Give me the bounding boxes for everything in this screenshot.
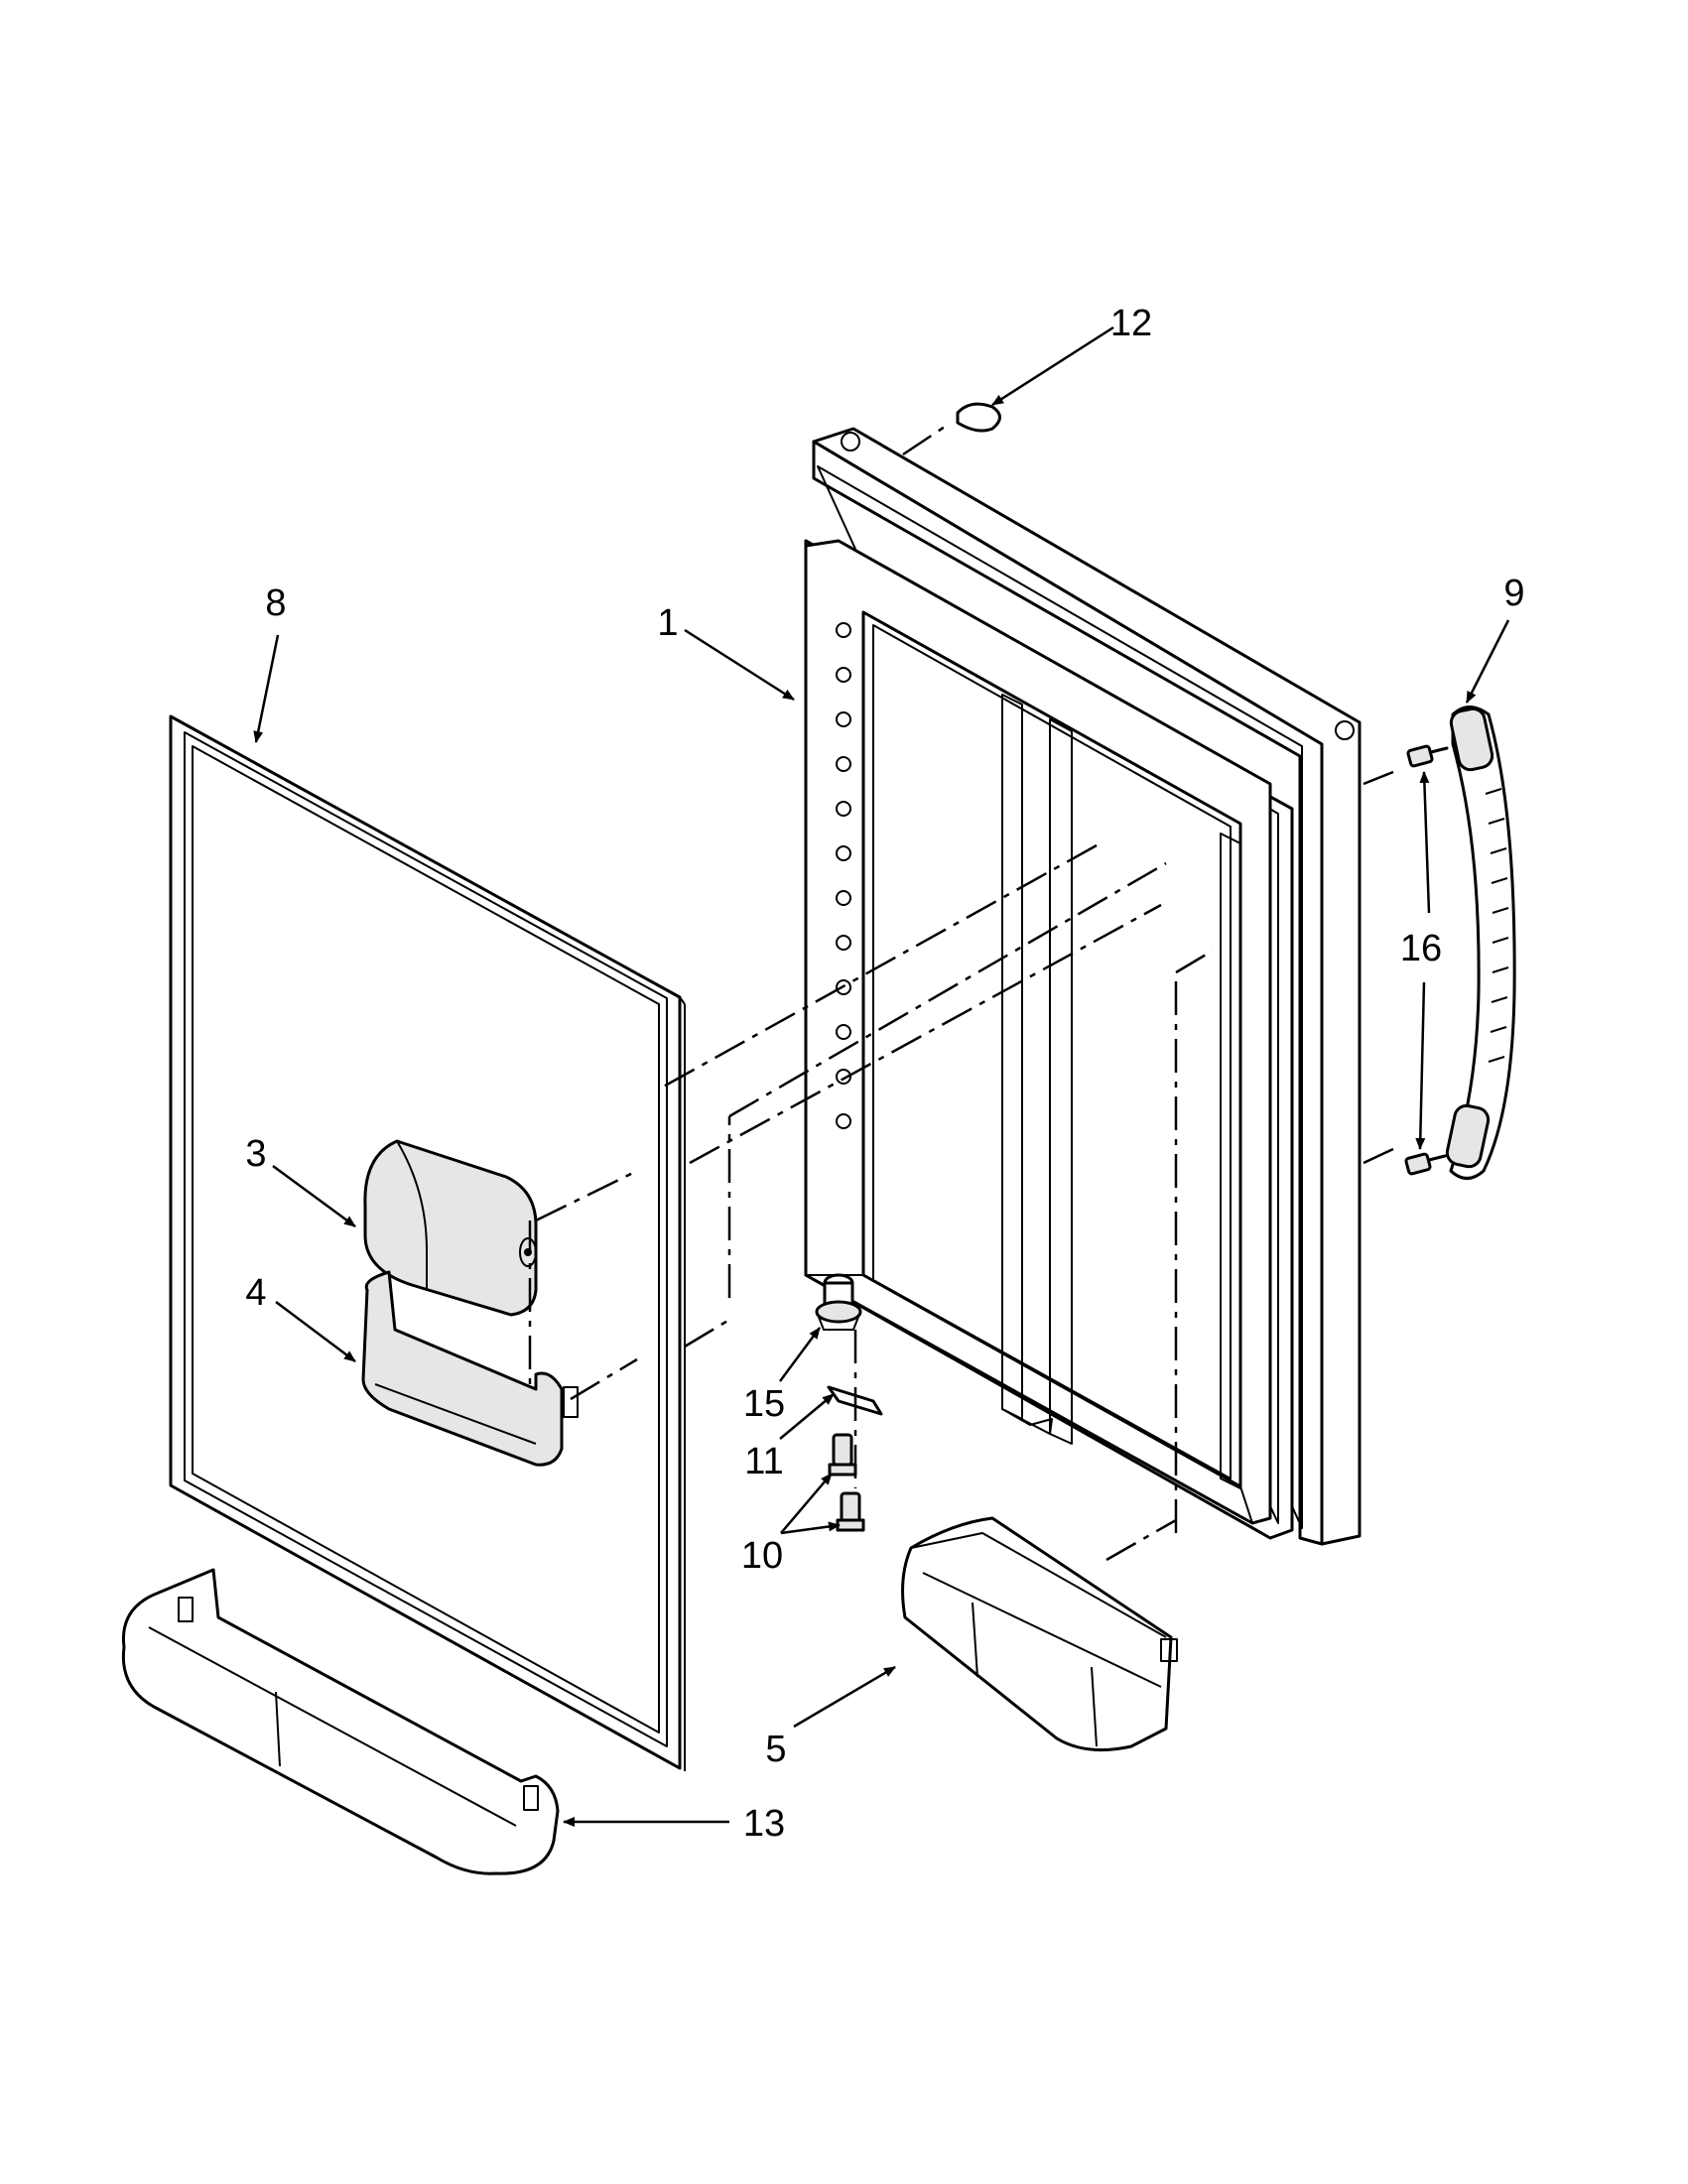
door-handle [1445,706,1516,1180]
callout-1: 1 [657,602,678,644]
callout-12: 12 [1110,303,1152,344]
assembly-lines [528,423,1394,1562]
callout-13: 13 [743,1803,785,1845]
callout-9: 9 [1503,573,1524,614]
callout-3: 3 [245,1133,266,1175]
callout-15: 15 [743,1383,785,1425]
mounting-screws [828,1433,865,1532]
callout-8: 8 [265,582,286,624]
handle-screws [1404,744,1449,1176]
callout-10: 10 [741,1535,783,1577]
callout-11: 11 [744,1441,783,1482]
leader-arrows [253,325,1510,1827]
callout-16: 16 [1400,928,1442,969]
callout-4: 4 [245,1272,266,1314]
door-liner-frame [804,427,1362,1546]
door-bin [901,1516,1178,1752]
dispenser-tray [361,1270,579,1467]
hinge-bushing [815,1273,862,1331]
bottom-bin [121,1568,560,1875]
handle-grip-ribs [1485,788,1509,1063]
top-plug [956,402,1001,433]
callout-5: 5 [765,1729,786,1770]
shelf-support-studs [836,622,851,1129]
